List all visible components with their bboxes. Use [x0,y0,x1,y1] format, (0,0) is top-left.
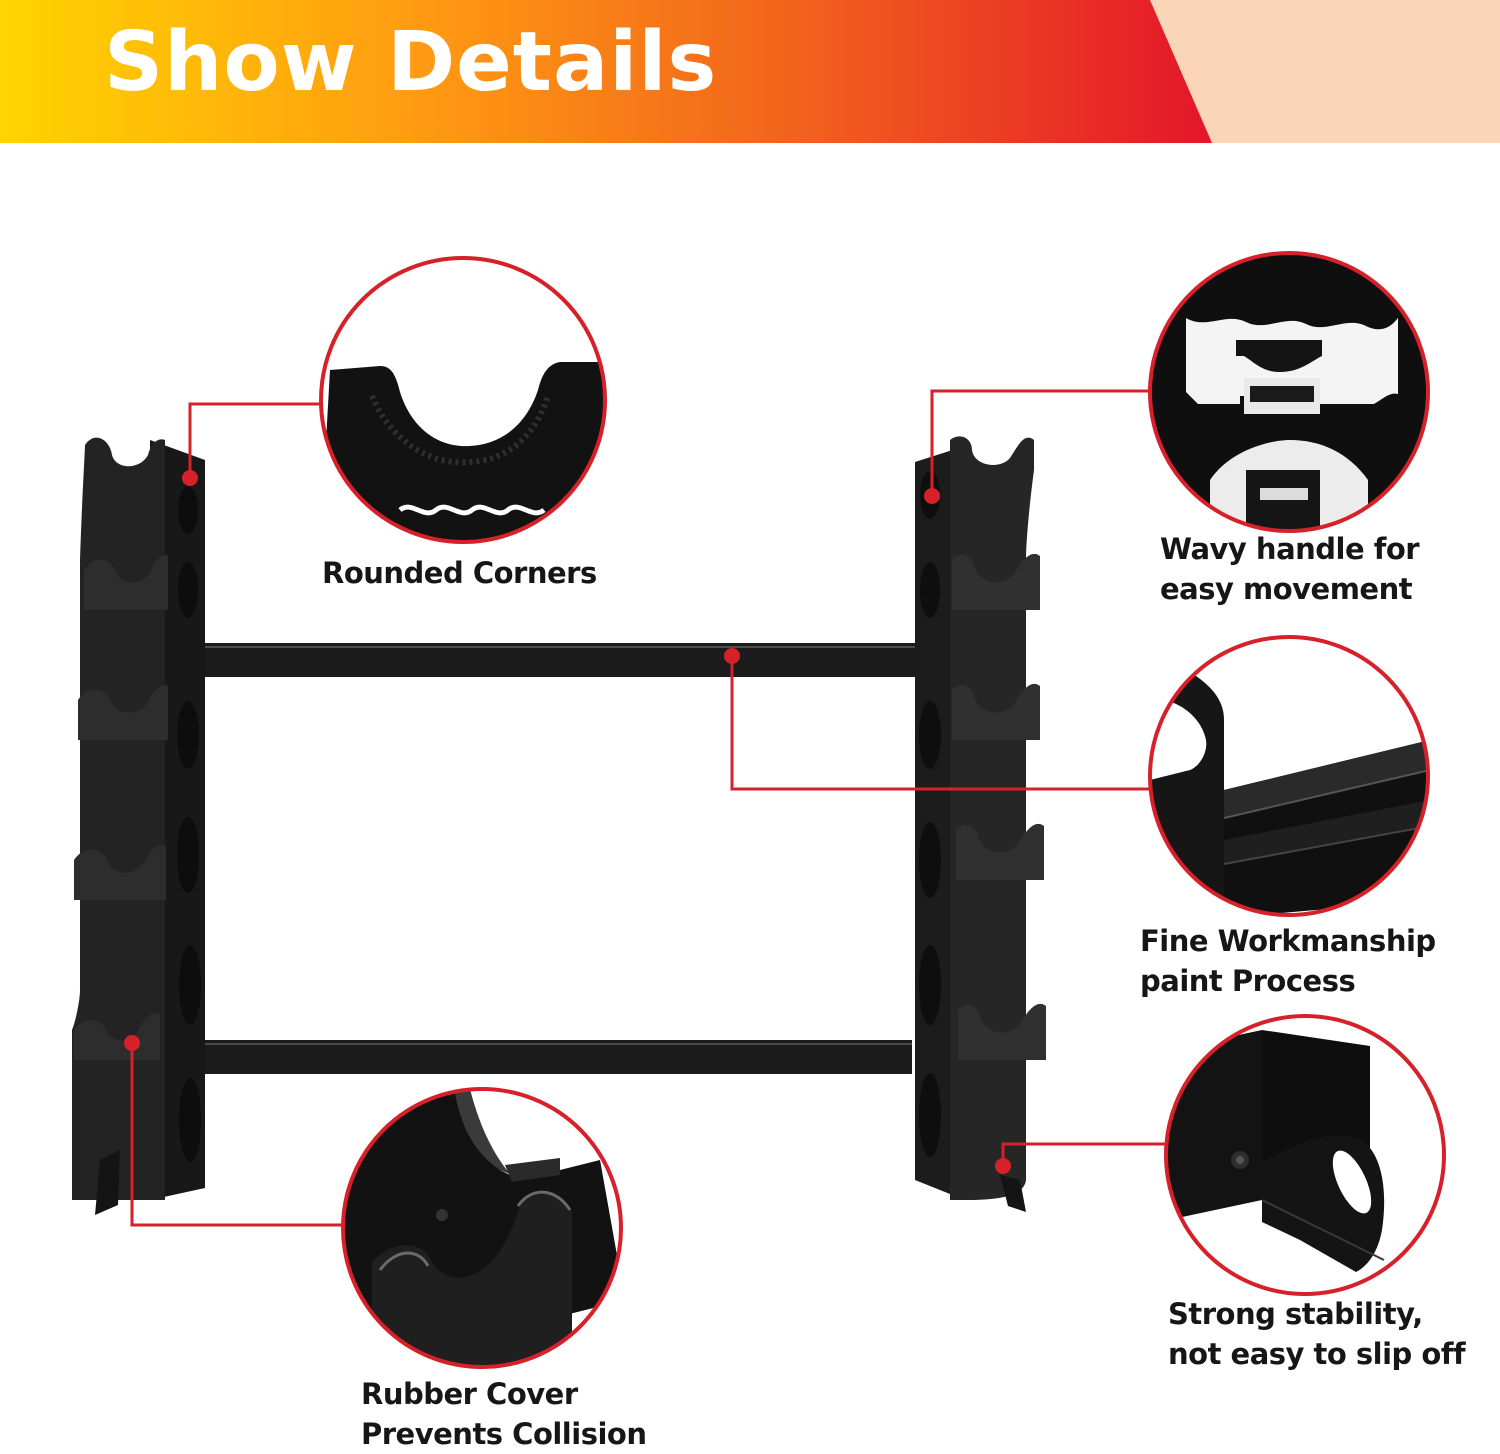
label-rubber-cover-line2: Prevents Collision [361,1417,647,1451]
label-wavy-handle-line2: easy movement [1160,572,1413,606]
label-wavy-handle: Wavy handle for easy movement [1160,529,1420,609]
detail-circle-wavy-handle [1148,251,1430,533]
label-rounded-corners-line1: Rounded Corners [322,556,597,590]
dumbbell-rack [72,436,1046,1215]
detail-circle-rubber-cover [341,1087,623,1369]
callout-dots [124,470,1011,1174]
connector-strong-stability [1001,1142,1166,1166]
label-fine-workmanship-line2: paint Process [1140,964,1356,998]
left-upright [72,437,205,1215]
label-rubber-cover-line1: Rubber Cover [361,1377,578,1411]
connector-fine-workmanship [730,656,1150,791]
title-banner [0,0,1212,143]
right-upright [915,436,1046,1212]
label-strong-stability-line1: Strong stability, [1168,1297,1423,1331]
label-strong-stability: Strong stability, not easy to slip off [1168,1294,1466,1374]
detail-circle-rounded-corners [319,256,607,544]
label-fine-workmanship-line1: Fine Workmanship [1140,924,1436,958]
bottom-rail [176,1040,912,1074]
top-rail [172,643,920,677]
banner-title: Show Details [104,15,718,110]
connector-rubber-cover [130,1043,343,1227]
label-fine-workmanship: Fine Workmanship paint Process [1140,921,1436,1001]
label-rubber-cover: Rubber Cover Prevents Collision [361,1374,647,1454]
label-rounded-corners: Rounded Corners [322,553,597,593]
connector-rounded-corners [188,402,321,478]
label-strong-stability-line2: not easy to slip off [1168,1337,1466,1371]
detail-circle-strong-stability [1164,1014,1446,1296]
connector-wavy-handle [930,389,1150,496]
detail-circle-fine-workmanship [1148,635,1430,917]
label-wavy-handle-line1: Wavy handle for [1160,532,1420,566]
